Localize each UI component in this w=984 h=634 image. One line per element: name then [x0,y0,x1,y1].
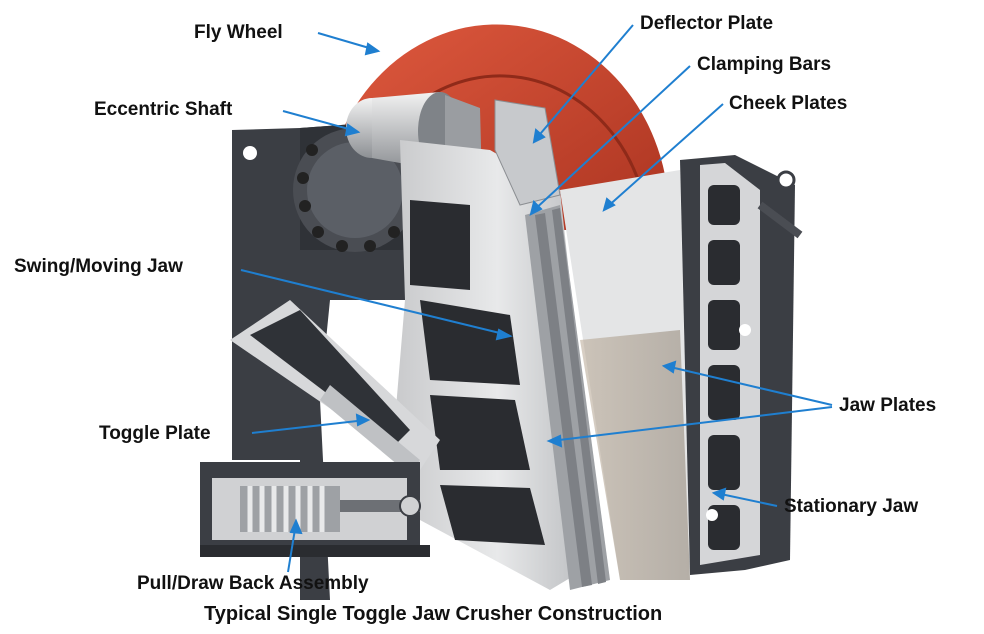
label-clamping-bars: Clamping Bars [697,54,832,75]
figure-caption: Typical Single Toggle Jaw Crusher Constr… [204,603,663,625]
moving-jaw-plate [525,205,610,590]
pull-back-assembly [200,462,430,557]
stationary-jaw [680,155,803,575]
label-eccentric-shaft: Eccentric Shaft [94,99,233,120]
label-cheek-plates: Cheek Plates [729,93,848,114]
label-stationary-jaw: Stationary Jaw [784,496,919,517]
label-pull-draw-back-assembly: Pull/Draw Back Assembly [137,573,369,594]
label-jaw-plates: Jaw Plates [839,395,937,416]
cheek-plate [560,170,690,580]
label-deflector-plate: Deflector Plate [640,13,774,34]
label-fly-wheel: Fly Wheel [194,22,283,43]
toggle-plate [230,300,440,475]
label-swing-moving-jaw: Swing/Moving Jaw [14,256,183,277]
label-toggle-plate: Toggle Plate [99,423,211,444]
leader-lines [240,24,833,573]
deflector-plate [494,99,561,206]
